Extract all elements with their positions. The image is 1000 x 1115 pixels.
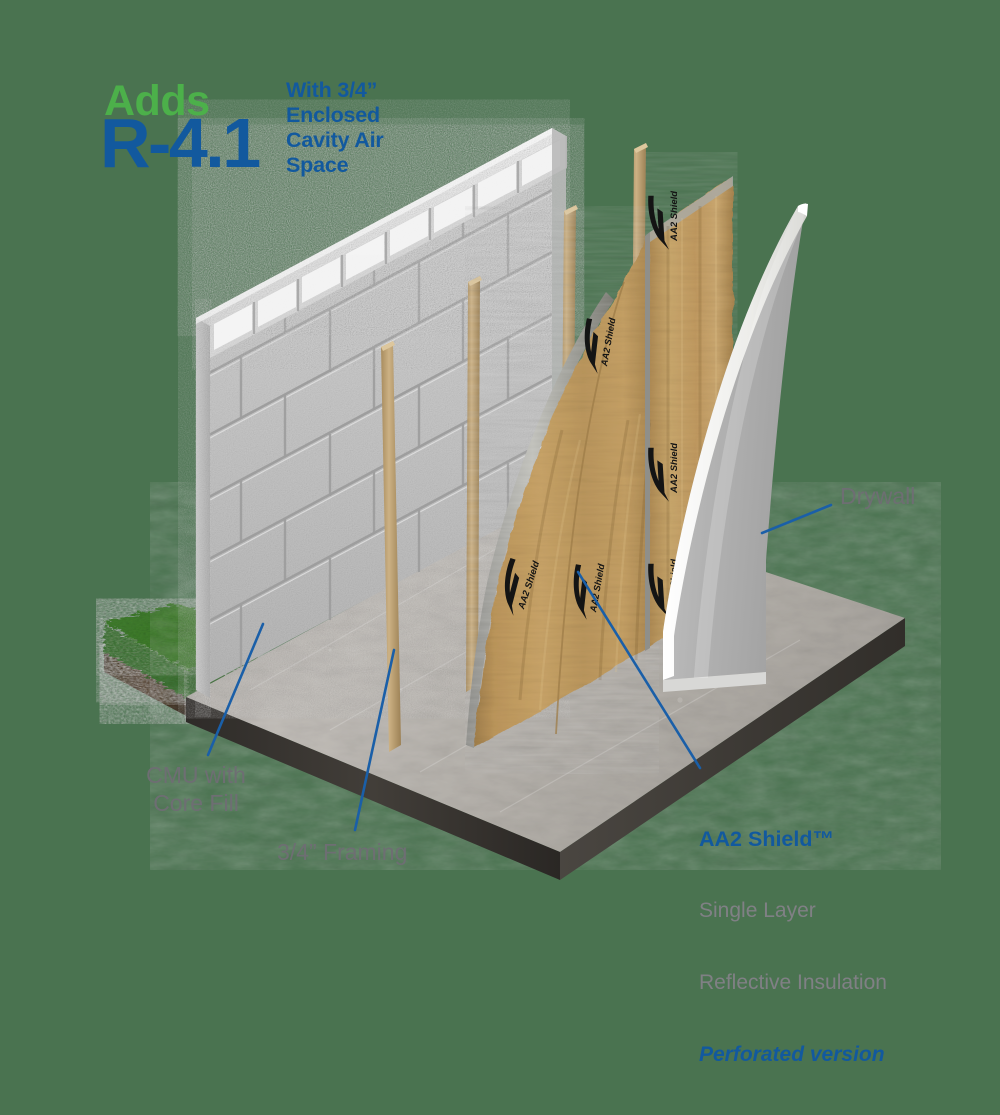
label-framing: 3/4” Framing	[277, 839, 408, 865]
leader-line-framing	[353, 648, 396, 832]
product-line-2: Reflective Insulation	[699, 971, 887, 995]
aa2-shield-logo: AA2 Shield	[648, 191, 680, 250]
label-aa2-shield-product: AA2 Shield™ Single Layer Reflective Insu…	[699, 779, 887, 1115]
furring-strip	[381, 341, 401, 752]
leader-lines	[206, 503, 833, 832]
label-drywall: Drywall	[840, 483, 916, 509]
product-brand-name: AA2 Shield™	[699, 826, 834, 851]
cavity-air-space-note: With 3/4” Enclosed Cavity Air Space	[286, 78, 384, 178]
aa2-shield-logo: AA2 Shield	[648, 443, 680, 502]
leader-line-shield	[576, 570, 702, 770]
leader-line-drywall	[760, 503, 833, 535]
wall-assembly-illustration: AA2 Shield AA2 Shield AA2 Shield	[104, 128, 905, 880]
diagram-canvas: AA2 Shield AA2 Shield AA2 Shield	[100, 77, 916, 1066]
label-cmu-with-core-fill: CMU with Core Fill	[146, 762, 246, 816]
svg-text:AA2 Shield: AA2 Shield	[669, 191, 680, 242]
product-line-1: Single Layer	[699, 899, 816, 923]
furring-strip	[466, 276, 482, 692]
r-value-headline: R-4.1	[100, 104, 261, 182]
adds-headline: Adds	[104, 77, 210, 125]
cmu-wall	[195, 128, 567, 698]
leader-line-cmu	[206, 622, 265, 757]
product-line-3: Perforated version	[699, 1042, 885, 1066]
drywall-panel	[663, 203, 808, 692]
svg-text:AA2 Shield: AA2 Shield	[669, 443, 680, 494]
